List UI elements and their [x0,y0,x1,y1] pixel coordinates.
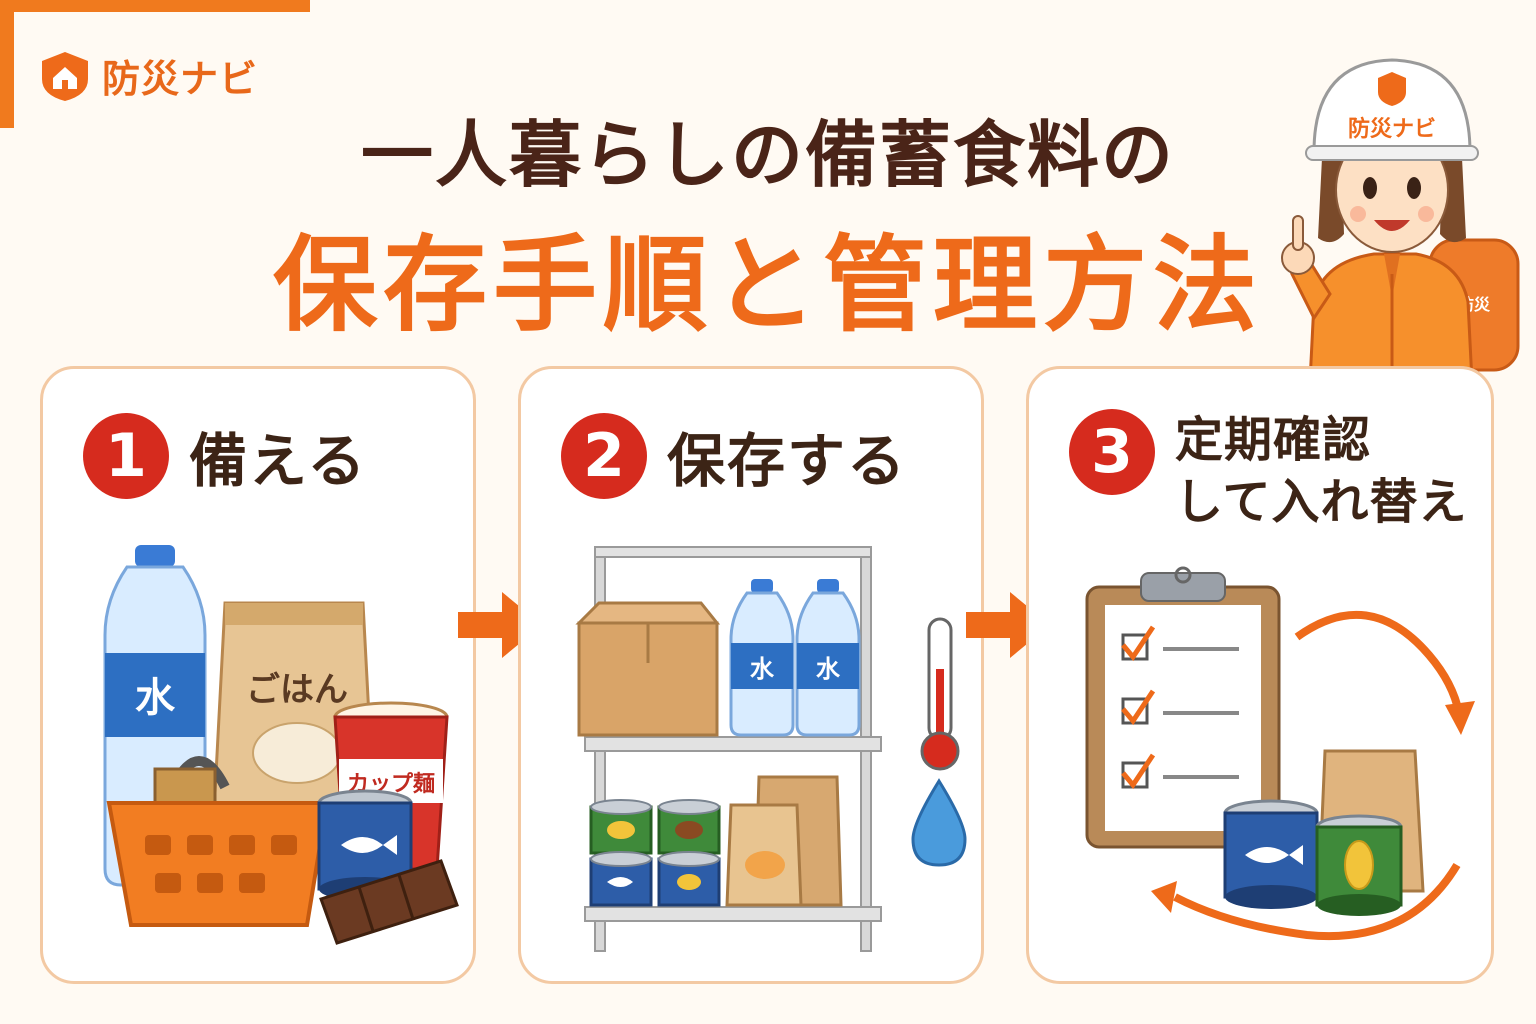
rotate-arrow-icon [1294,610,1463,714]
food-bags [725,775,843,907]
page-subtitle: 保存手順と管理方法 [272,224,1263,346]
step-number-badge: 1 [83,413,169,499]
corn-icon [1344,840,1374,890]
step-card-2: 2 保存する 水 水 [518,366,984,984]
water-label: 水 [750,655,775,683]
step-card-1: 1 備える 水 ごはん カップ麺 [40,366,476,984]
thermometer-icon [920,617,960,771]
fish-icon [341,835,397,855]
chocolate-bar [319,859,459,945]
shopping-basket [106,756,330,927]
step-label: 備える [189,427,368,495]
corn-can [1315,814,1403,916]
step-label: 定期確認 して入れ替え [1175,409,1468,533]
step-number-badge: 3 [1069,409,1155,495]
water-bottle: 水 [795,579,861,737]
step3-illustration [1085,566,1475,941]
fish-icon [1245,845,1303,865]
step-label-line2: して入れ替え [1175,474,1468,530]
step-header-2: 2 保存する [561,413,907,499]
corner-accent-top [0,0,310,12]
step1-illustration: 水 ごはん カップ麺 [103,545,459,945]
water-label: 水 [816,655,841,683]
step-header-1: 1 備える [83,413,367,499]
rice-label: ごはん [246,670,348,710]
rotate-arrow-icon [1173,862,1461,941]
step-header-3: 3 定期確認 して入れ替え [1069,409,1468,533]
pointing-finger [1292,215,1304,251]
step-card-3: 3 定期確認 して入れ替え [1026,366,1494,984]
storage-shelf [584,546,882,952]
house-shield-icon [42,51,88,101]
helmet-emblem-icon [1378,72,1406,106]
helmet-text: 防災ナビ [1348,117,1436,142]
corner-accent-left [0,0,14,128]
mascot-illustration: 防災 防災ナビ [1281,58,1520,382]
fish-can [1223,799,1319,909]
page-title: 一人暮らしの備蓄食料の [360,113,1175,197]
water-label: 水 [135,675,176,721]
step-label-line1: 定期確認 [1175,412,1372,468]
fish-icon [607,877,633,887]
water-bottle: 水 [729,579,795,737]
step-label: 保存する [667,427,908,495]
water-drop-icon [911,778,967,867]
step-number-badge: 2 [561,413,647,499]
brand-name: 防災ナビ [102,57,259,101]
cardboard-box [575,601,721,737]
clipboard-checklist [1085,566,1281,849]
brand-logo: 防災ナビ [38,48,258,103]
step2-illustration: 水 水 [575,546,967,952]
canned-food [589,799,721,907]
